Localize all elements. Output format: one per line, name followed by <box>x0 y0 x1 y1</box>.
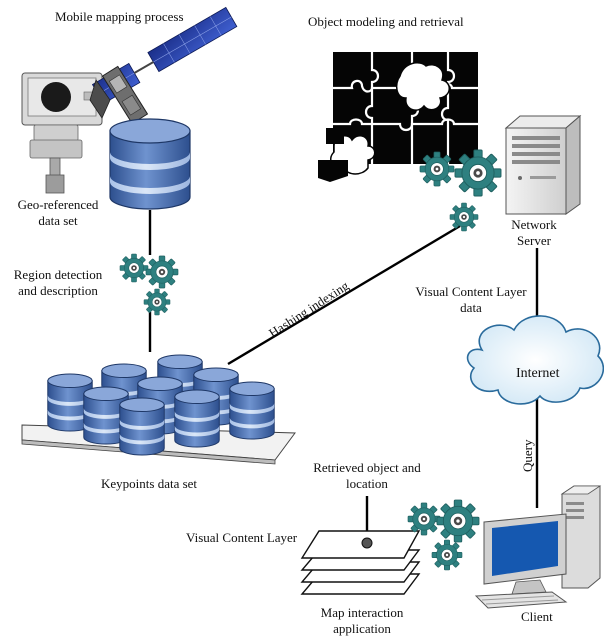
computer-icon <box>474 485 602 609</box>
network-server-label: Network Server <box>502 217 566 249</box>
camera-icon <box>21 72 103 194</box>
gear-icon <box>407 499 480 571</box>
keypoints-data-set-label: Keypoints data set <box>101 476 198 491</box>
gear-icon <box>119 253 179 316</box>
geo-referenced-line1: Geo-referenced <box>17 197 99 212</box>
database-icon <box>109 118 191 210</box>
visual-content-layer-data-label: Visual Content Layer data <box>401 284 541 316</box>
network-server-line1: Network <box>511 217 557 232</box>
visual-content-layer-data-line2: data <box>460 300 482 315</box>
geo-referenced-label: Geo-referenced data set <box>4 197 112 229</box>
keypoints-data-set-icon <box>21 354 296 465</box>
map-interaction-line1: Map interaction <box>320 605 404 620</box>
geo-referenced-line2: data set <box>38 213 78 228</box>
retrieved-object-line1: Retrieved object and <box>313 460 421 475</box>
object-modeling-label: Object modeling and retrieval <box>308 14 464 29</box>
satellite-icon <box>89 6 238 125</box>
visual-content-layer-label: Visual Content Layer <box>186 530 298 545</box>
network-server-line2: Server <box>517 233 551 248</box>
client-label: Client <box>521 609 553 624</box>
internet-label: Internet <box>516 366 560 381</box>
retrieved-object-line2: location <box>346 476 388 491</box>
region-detection-line1: Region detection <box>13 267 103 282</box>
map-interaction-line2: application <box>333 621 391 636</box>
query-label: Query <box>520 439 535 473</box>
layers-icon <box>300 530 421 595</box>
puzzle-icon <box>318 52 478 182</box>
retrieved-object-label: Retrieved object and location <box>296 460 438 492</box>
mobile-mapping-label: Mobile mapping process <box>55 9 184 24</box>
cloud-icon <box>466 315 604 405</box>
visual-content-layer-data-line1: Visual Content Layer <box>415 284 527 299</box>
region-detection-line2: and description <box>18 283 98 298</box>
region-detection-label: Region detection and description <box>2 267 114 299</box>
map-interaction-label: Map interaction application <box>300 605 424 637</box>
server-icon <box>504 114 582 215</box>
